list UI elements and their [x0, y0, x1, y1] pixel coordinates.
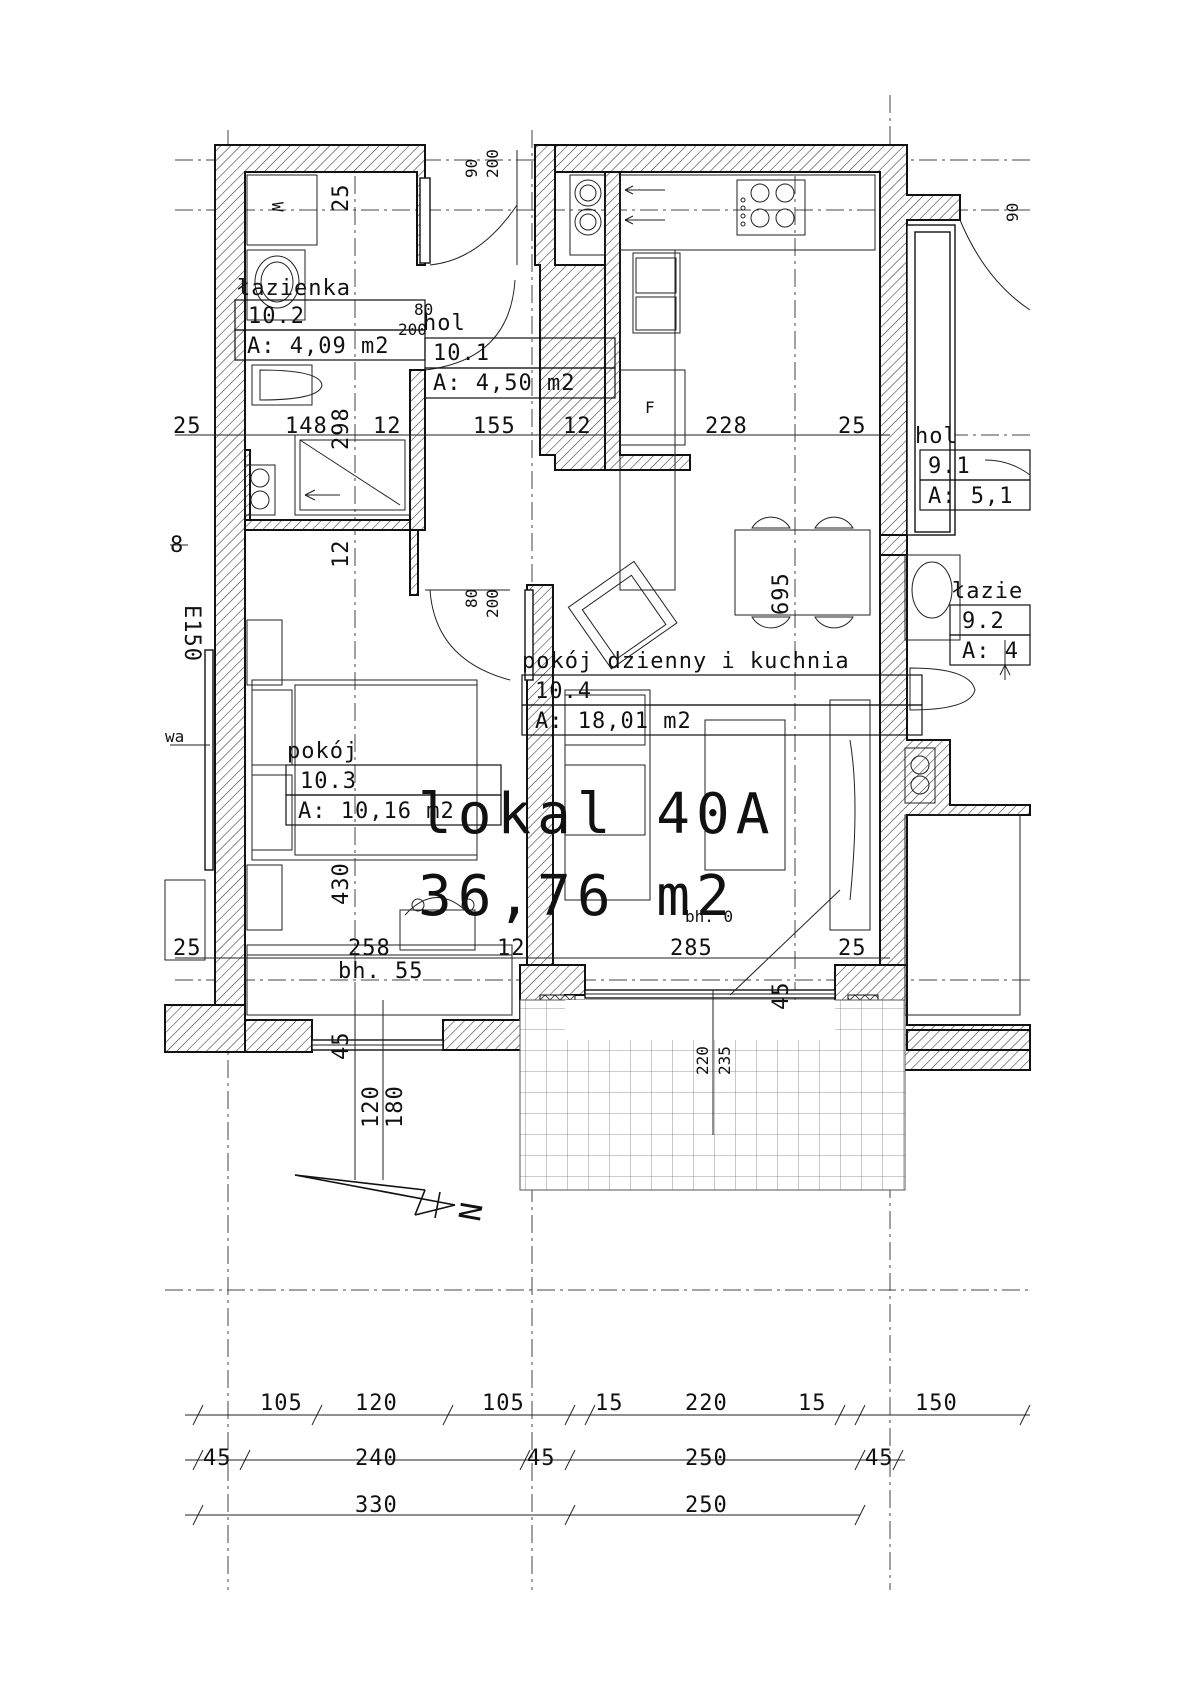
windows: [204, 177, 956, 1051]
door-height: 200: [483, 589, 502, 618]
unit-area: 36,76 m2: [418, 864, 736, 929]
bedroom-furniture: [246, 619, 513, 1016]
dim-label: 235: [715, 1046, 734, 1075]
room-name: hol: [915, 424, 958, 449]
dim-label: 250: [685, 1446, 728, 1471]
dim-label: 25: [838, 414, 867, 439]
dim-label: 12: [373, 414, 402, 439]
room-number: 10.1: [433, 341, 490, 366]
door-width: 90: [462, 159, 481, 178]
room-area: A: 4,09 m2: [247, 334, 389, 359]
door-width: 80: [462, 589, 481, 608]
dim-label: 45: [527, 1446, 556, 1471]
dim-label: 45: [769, 982, 794, 1011]
fridge-label: F: [645, 398, 655, 417]
dim-label: wa: [165, 727, 184, 746]
door-labels: 90 200 90 80 200 80 200: [398, 149, 1022, 618]
room-number: 9.2: [962, 609, 1005, 634]
misc-labels: 8 E150 wa bh. 55 bh. 0: [164, 533, 733, 984]
dim-label: 155: [473, 414, 516, 439]
dim-label: 105: [482, 1391, 525, 1416]
dim-label: 180: [383, 1085, 408, 1128]
dim-label: 45: [203, 1446, 232, 1471]
room-number: 10.4: [535, 679, 592, 704]
dim-label: 45: [329, 1032, 354, 1061]
inner-dims-vertical: 25 298 12 695 430 45 45 120 180 220 235: [329, 184, 794, 1180]
unit-title: lokal 40A 36,76 m2: [418, 782, 775, 929]
bottom-dims: 105 120 105 15 220 15 150 45 240 45 250 …: [185, 1391, 1031, 1526]
dim-label: 228: [705, 414, 748, 439]
walls: [164, 144, 1031, 1071]
dim-label: 220: [693, 1046, 712, 1075]
neighbour-fixtures: [904, 554, 1021, 1016]
kitchen-fixtures: F: [564, 174, 876, 996]
dim-label: 25: [173, 936, 202, 961]
sill-height-label: bh. 55: [338, 959, 423, 984]
north-label: N: [450, 1200, 488, 1224]
room-area: A: 4: [962, 639, 1019, 664]
dim-label: 25: [173, 414, 202, 439]
room-labels: łazienka 10.2 A: 4,09 m2 hol 10.1 A: 4,5…: [237, 276, 1023, 824]
door-height: 200: [483, 149, 502, 178]
dim-label: 240: [355, 1446, 398, 1471]
dim-label: 695: [769, 572, 794, 615]
doors: [424, 150, 1031, 681]
dim-label: 25: [329, 184, 354, 213]
dim-label: 12: [329, 540, 354, 569]
dim-label: 15: [595, 1391, 624, 1416]
room-area: A: 4,50 m2: [433, 371, 575, 396]
inner-dims-row1: 25 148 12 155 12 228 25: [173, 414, 890, 439]
dim-label: 25: [838, 936, 867, 961]
room-area: A: 5,1: [928, 484, 1013, 509]
dim-label: 148: [285, 414, 328, 439]
door-width: 80: [414, 300, 433, 319]
dim-label: 250: [685, 1493, 728, 1518]
room-label-boxes: [234, 299, 1031, 826]
room-name: pokój dzienny i kuchnia: [522, 649, 850, 674]
door-width: 90: [1003, 203, 1022, 222]
washer-label: W: [268, 202, 287, 212]
room-name: pokój: [287, 739, 358, 764]
dim-label: 150: [915, 1391, 958, 1416]
dim-label: 120: [355, 1391, 398, 1416]
north-arrow-icon: N: [294, 1174, 488, 1224]
room-area: A: 18,01 m2: [535, 709, 692, 734]
room-number: 9.1: [928, 454, 971, 479]
dim-label: 120: [359, 1085, 384, 1128]
dim-label: 12: [563, 414, 592, 439]
unit-name: lokal 40A: [418, 782, 775, 847]
dim-label: 220: [685, 1391, 728, 1416]
room-name: łazie: [952, 579, 1023, 604]
dim-label: 12: [497, 936, 526, 961]
dim-label: 15: [798, 1391, 827, 1416]
dim-label: 105: [260, 1391, 303, 1416]
room-name: hol: [423, 311, 466, 336]
dim-label: E150: [179, 605, 204, 662]
dim-label: 285: [670, 936, 713, 961]
door-height: 200: [398, 320, 427, 339]
room-name: łazienka: [237, 276, 351, 301]
dim-label: 330: [355, 1493, 398, 1518]
sill-height-label: bh. 0: [685, 907, 733, 926]
room-number: 10.2: [248, 304, 305, 329]
room-number: 10.3: [300, 769, 357, 794]
dim-label: 45: [865, 1446, 894, 1471]
room-area: A: 10,16 m2: [298, 799, 455, 824]
dim-label: 430: [329, 862, 354, 905]
inner-dims-row2: 25 258 12 285 25: [173, 936, 890, 961]
tick-marks: [192, 1404, 1031, 1526]
dim-label: 298: [329, 407, 354, 450]
dim-label: 258: [348, 936, 391, 961]
